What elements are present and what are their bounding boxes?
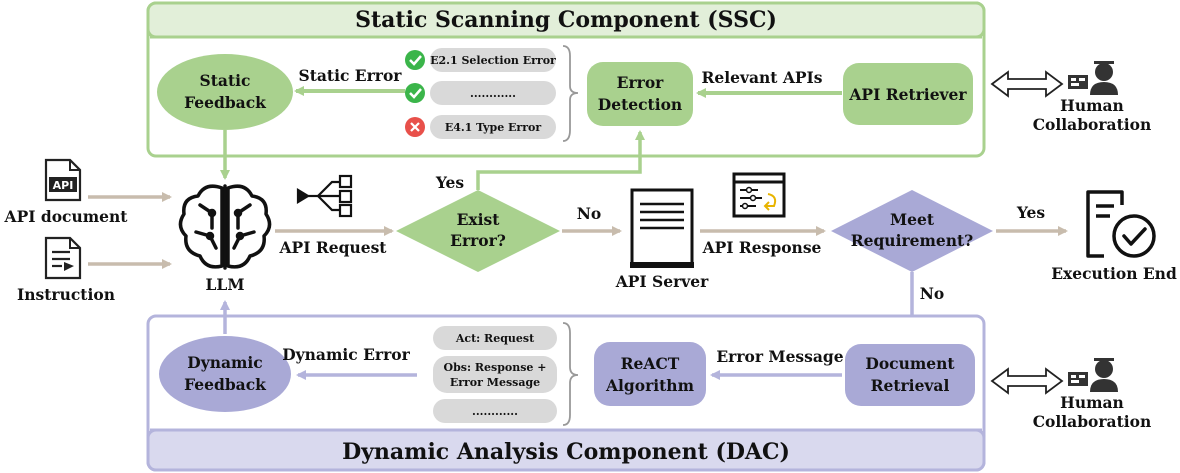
document-retrieval-node: Document Retrieval: [845, 344, 975, 406]
error-detection-node: Error Detection: [587, 62, 693, 126]
human-label-line1: Human: [1060, 96, 1124, 115]
execution-end-icon: [1086, 190, 1156, 258]
no-label-2: No: [920, 284, 945, 303]
document-retrieval-line1: Document: [865, 354, 955, 373]
react-line1: ReACT: [621, 354, 680, 373]
check-item: E4.1 Type Error: [405, 115, 556, 139]
brace: [562, 45, 579, 142]
dac-item-text-2: Error Message: [450, 376, 540, 389]
dynamic-feedback-line1: Dynamic: [187, 353, 263, 372]
check-text: E2.1 Selection Error: [430, 54, 556, 67]
human-label-line1: Human: [1060, 393, 1124, 412]
check-pass-icon: [405, 83, 425, 103]
exist-error-decision: Exist Error?: [396, 190, 560, 272]
ssc-title: Static Scanning Component (SSC): [355, 7, 777, 33]
meet-requirement-line2: Requirement?: [851, 231, 974, 250]
meet-requirement-line1: Meet: [890, 210, 935, 229]
dac-item-text: Obs: Response +: [444, 361, 547, 374]
server-icon: [630, 188, 694, 268]
dac-title: Dynamic Analysis Component (DAC): [342, 439, 790, 465]
person-computer-icon: [1068, 358, 1118, 392]
brace: [562, 322, 579, 426]
dynamic-error-label: Dynamic Error: [282, 345, 410, 364]
yes-to-detection-arrow: [476, 130, 645, 190]
human-collaboration-top: Human Collaboration: [990, 61, 1152, 134]
yes-label-2: Yes: [1016, 203, 1046, 222]
error-detection-line1: Error: [617, 73, 664, 92]
yes-label-1: Yes: [435, 173, 465, 192]
react-node: ReACT Algorithm: [594, 342, 706, 406]
meet-requirement-decision: Meet Requirement?: [831, 190, 993, 272]
document-retrieval-line2: Retrieval: [871, 376, 950, 395]
dac-item: ............: [433, 399, 557, 423]
relevant-apis-label: Relevant APIs: [701, 68, 822, 87]
human-label-line2: Collaboration: [1033, 412, 1152, 431]
api-retriever-label: API Retriever: [848, 85, 967, 104]
human-collaboration-bottom: Human Collaboration: [990, 358, 1152, 431]
dac-panel: Dynamic Analysis Component (DAC): [146, 314, 986, 472]
exist-error-line2: Error?: [450, 231, 506, 250]
api-document-icon: API: [44, 158, 82, 202]
network-icon: [296, 174, 353, 218]
api-response-label: API Response: [702, 238, 822, 257]
check-pass-icon: [405, 50, 425, 70]
llm-brain-icon: [178, 184, 272, 270]
human-label-line2: Collaboration: [1033, 115, 1152, 134]
check-text: E4.1 Type Error: [445, 121, 542, 134]
exist-error-line1: Exist: [457, 210, 501, 229]
llm-label: LLM: [206, 275, 245, 294]
check-list: E2.1 Selection Error ............ E4.1 T…: [405, 45, 579, 142]
dac-item: Obs: Response + Error Message: [433, 356, 557, 393]
double-arrow-icon: [990, 367, 1064, 395]
dynamic-feedback-line2: Feedback: [184, 375, 266, 394]
instruction-icon: [44, 236, 82, 280]
no-label-1: No: [577, 204, 602, 223]
static-error-label: Static Error: [299, 66, 403, 85]
response-icon: [732, 172, 786, 218]
api-icon-text: API: [53, 179, 74, 192]
check-item: ............: [405, 81, 556, 105]
execution-end-label: Execution End: [1051, 264, 1177, 283]
dac-items: Act: Request Obs: Response + Error Messa…: [433, 322, 579, 426]
instruction-label: Instruction: [17, 285, 115, 304]
api-server-label: API Server: [615, 272, 709, 291]
static-feedback-node: Static Feedback: [157, 54, 293, 130]
api-retriever-node: API Retriever: [843, 63, 973, 125]
static-feedback-line1: Static: [200, 71, 251, 90]
error-detection-line2: Detection: [598, 95, 682, 114]
dac-item-text: ............: [472, 405, 518, 418]
dac-item: Act: Request: [433, 326, 557, 350]
person-computer-icon: [1068, 61, 1118, 95]
dynamic-feedback-node: Dynamic Feedback: [159, 336, 291, 412]
error-message-label: Error Message: [716, 347, 843, 366]
dac-item-text: Act: Request: [455, 332, 535, 345]
double-arrow-icon: [990, 70, 1064, 98]
check-text: ............: [470, 87, 516, 100]
ssc-panel: Static Scanning Component (SSC): [146, 1, 986, 158]
static-feedback-line2: Feedback: [184, 93, 266, 112]
api-document-label: API document: [4, 207, 129, 226]
react-line2: Algorithm: [605, 376, 695, 395]
api-request-label: API Request: [279, 238, 388, 257]
check-item: E2.1 Selection Error: [405, 48, 556, 72]
